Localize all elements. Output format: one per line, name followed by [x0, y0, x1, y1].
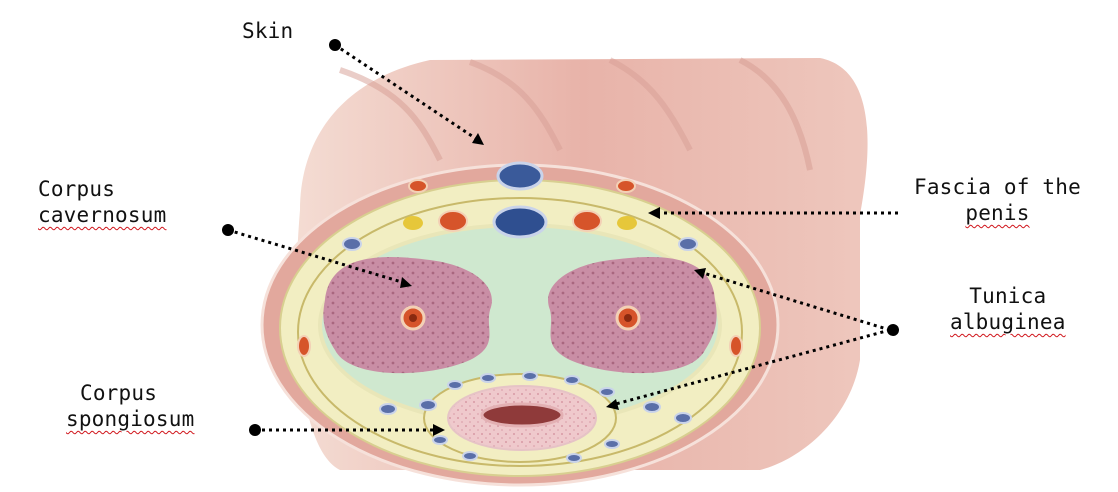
urethra [482, 404, 562, 426]
label-tunica-line1: Tunica [950, 283, 1066, 309]
cut-surface [262, 163, 778, 485]
dorsal-nerve-right [617, 216, 637, 230]
label-fascia-line2: penis [914, 200, 1081, 226]
skin-callout-dot [329, 39, 341, 51]
label-corpus-cavernosum-line2: cavernosum [38, 202, 166, 228]
label-fascia-line1: Fascia of the [914, 174, 1081, 200]
label-tunica-line2: albuginea [950, 309, 1066, 335]
dorsal-nerve-left [403, 216, 423, 230]
dorsal-artery-right [573, 211, 601, 231]
deep-dorsal-vein [494, 207, 546, 237]
label-corpus-cavernosum: Corpus cavernosum [38, 176, 166, 228]
label-skin: Skin [242, 18, 293, 44]
superficial-dorsal-vein [498, 163, 542, 189]
label-corpus-spongiosum-line1: Corpus [66, 380, 194, 406]
label-skin-text: Skin [242, 18, 293, 44]
label-corpus-cavernosum-line1: Corpus [38, 176, 166, 202]
label-fascia-of-the-penis: Fascia of the penis [914, 174, 1081, 226]
dorsal-artery-left [439, 211, 467, 231]
label-tunica-albuginea: Tunica albuginea [950, 283, 1066, 335]
label-corpus-spongiosum-line2: spongiosum [66, 406, 194, 432]
label-corpus-spongiosum: Corpus spongiosum [66, 380, 194, 432]
